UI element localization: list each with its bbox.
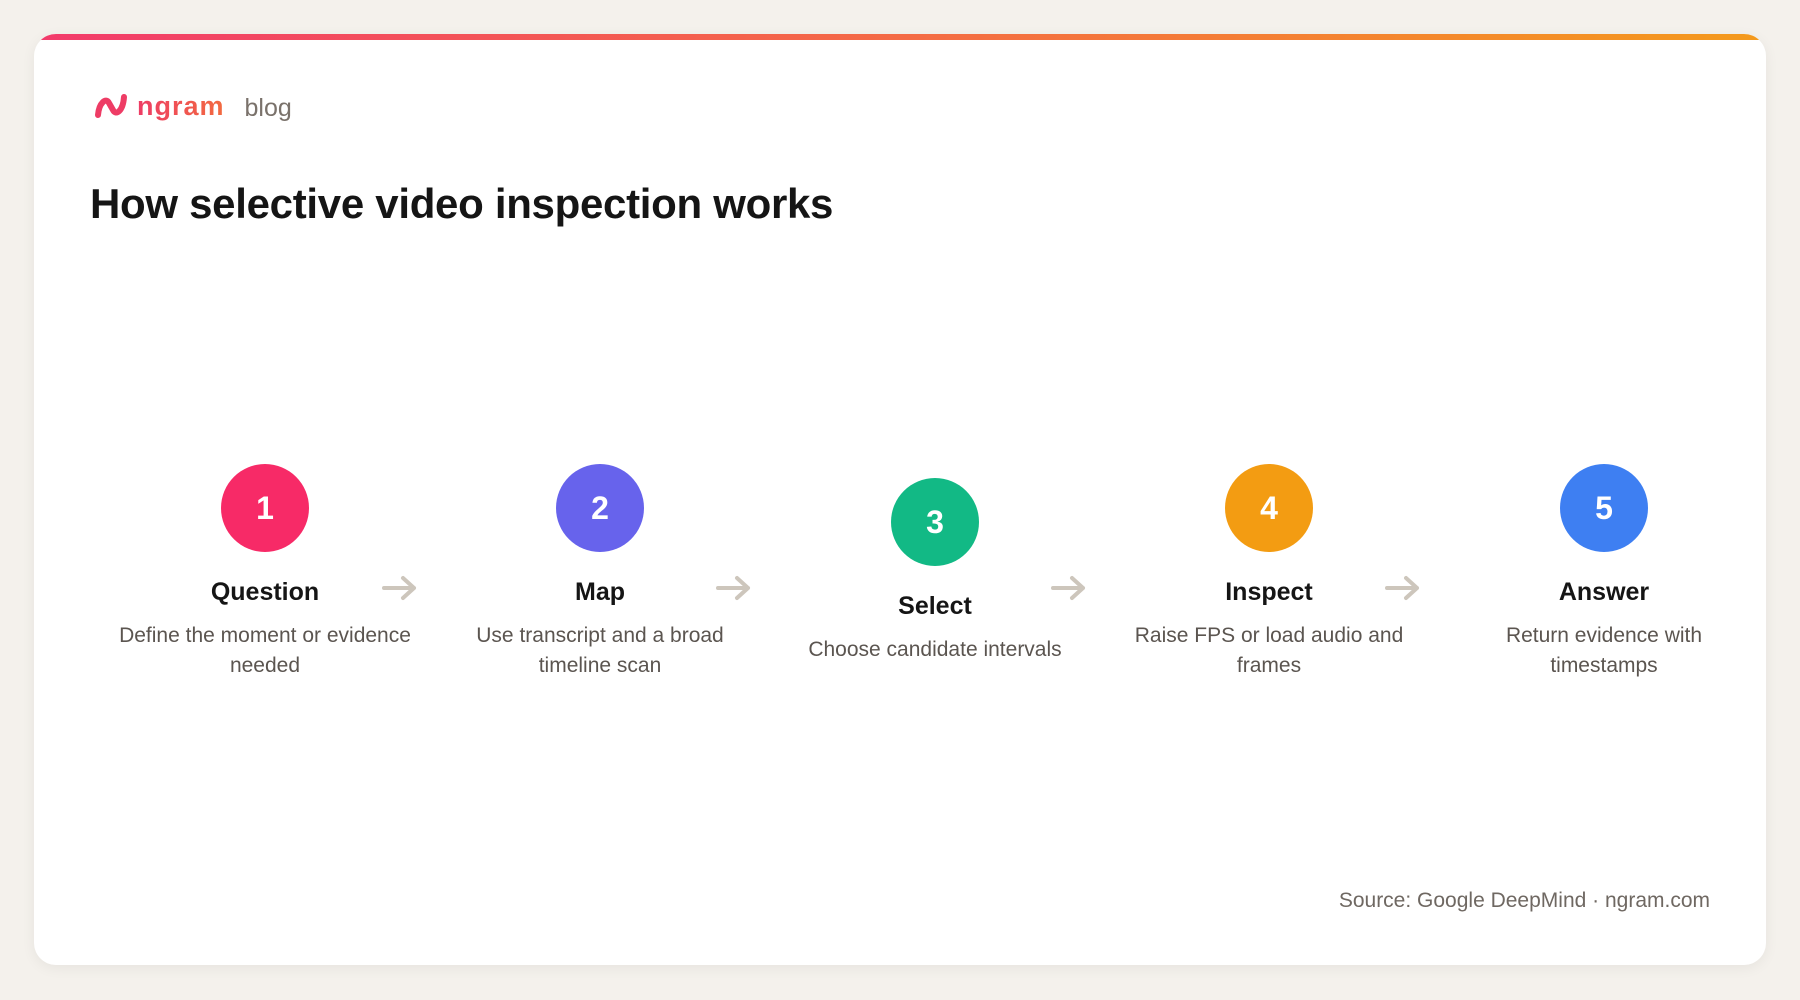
- step-map: 2 Map Use transcript and a broad timelin…: [450, 464, 750, 681]
- step-description: Raise FPS or load audio and frames: [1134, 624, 1404, 677]
- step-answer: 5 Answer Return evidence with timestamps: [1454, 464, 1754, 681]
- arrow-right-icon: [1051, 576, 1085, 600]
- step-number-badge: 1: [221, 464, 309, 552]
- step-number-badge: 4: [1225, 464, 1313, 552]
- process-flow: 1 Question Define the moment or evidence…: [34, 34, 1766, 965]
- step-label: Map: [575, 578, 625, 606]
- step-select: 3 Select Choose candidate intervals: [785, 478, 1085, 665]
- step-description: Use transcript and a broad timeline scan: [476, 624, 724, 677]
- brand-tag: blog: [244, 93, 292, 122]
- accent-bar: [34, 34, 1766, 40]
- source-credit: Source: Google DeepMind · ngram.com: [1338, 889, 1710, 912]
- step-label: Select: [898, 592, 972, 620]
- step-label: Question: [210, 578, 320, 606]
- step-number-badge: 2: [556, 464, 644, 552]
- page-title: How selective video inspection works: [90, 180, 834, 227]
- step-description: Define the moment or evidence needed: [119, 624, 411, 677]
- step-label: Inspect: [1225, 578, 1313, 606]
- step-number-badge: 3: [891, 478, 979, 566]
- step-label: Answer: [1558, 578, 1650, 606]
- step-inspect: 4 Inspect Raise FPS or load audio and fr…: [1119, 464, 1419, 681]
- arrow-right-icon: [716, 576, 750, 600]
- arrow-right-icon: [1385, 576, 1419, 600]
- arrow-right-icon: [382, 576, 416, 600]
- step-number-badge: 5: [1560, 464, 1648, 552]
- ngram-logo-icon: [95, 94, 127, 118]
- card: ngram blog How selective video inspectio…: [34, 34, 1766, 965]
- brand[interactable]: ngram blog: [94, 82, 292, 130]
- step-description: Choose candidate intervals: [808, 638, 1062, 661]
- step-description: Return evidence with timestamps: [1505, 624, 1703, 677]
- brand-name: ngram: [137, 90, 225, 121]
- step-question: 1 Question Define the moment or evidence…: [115, 464, 415, 681]
